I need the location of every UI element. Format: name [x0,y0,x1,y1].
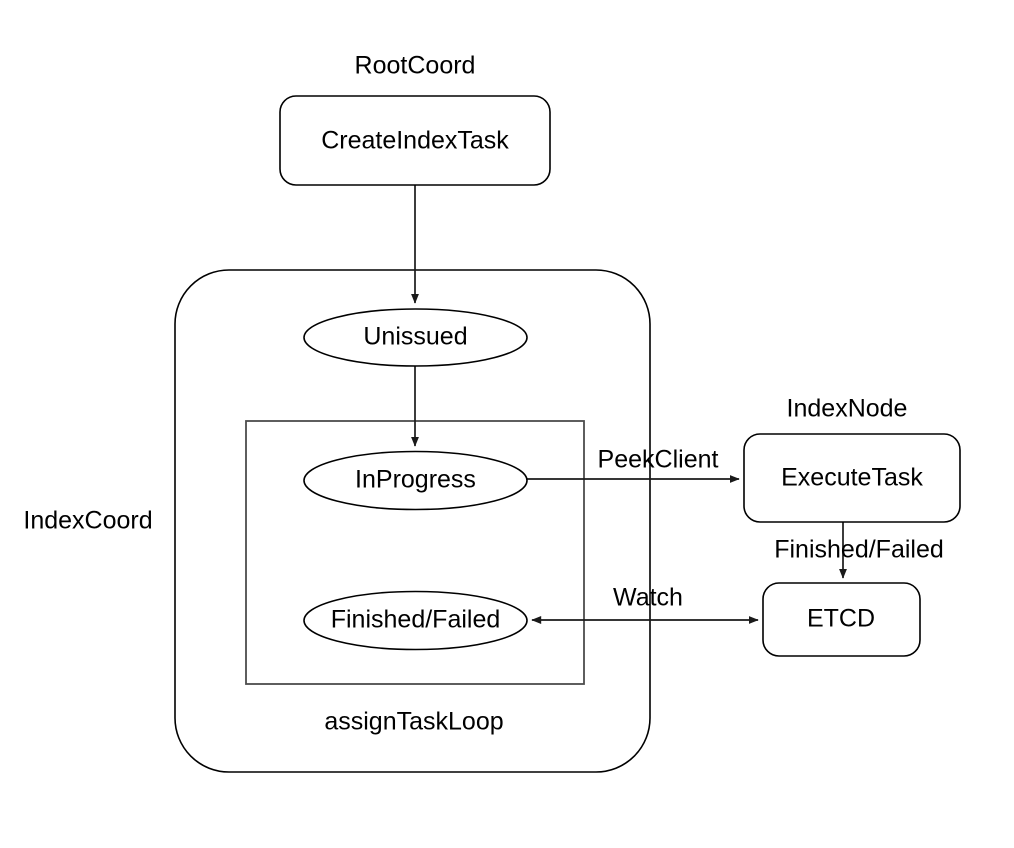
group-label-assigntaskloop: assignTaskLoop [324,708,503,736]
create-index-task-label: CreateIndexTask [321,127,509,155]
group-label-rootcoord: RootCoord [355,52,476,80]
group-label-indexnode: IndexNode [787,395,908,423]
node-create-index-task[interactable]: CreateIndexTask [279,95,551,186]
group-indexcoord-boundary [174,269,651,773]
group-label-indexcoord: IndexCoord [23,507,152,535]
node-in-progress[interactable]: InProgress [303,450,528,511]
unissued-ellipse[interactable] [303,308,528,367]
node-execute-task[interactable]: ExecuteTask [743,433,961,523]
in-progress-ellipse[interactable] [303,450,528,511]
node-unissued[interactable]: Unissued [303,308,528,367]
execute-task-box[interactable] [743,433,961,523]
node-finished-failed-state[interactable]: Finished/Failed [303,590,528,651]
edge-label-peekclient: PeekClient [598,446,719,474]
unissued-label: Unissued [363,323,467,351]
execute-task-label: ExecuteTask [781,464,923,492]
edge-label-watch: Watch [613,584,683,612]
edge-label-finished-failed: Finished/Failed [774,536,944,564]
finished-failed-label: Finished/Failed [331,606,501,634]
etcd-label: ETCD [807,605,875,633]
etcd-box[interactable] [762,582,921,657]
finished-failed-ellipse[interactable] [303,590,528,651]
in-progress-label: InProgress [355,466,476,494]
create-index-task-box[interactable] [279,95,551,186]
node-etcd[interactable]: ETCD [762,582,921,657]
